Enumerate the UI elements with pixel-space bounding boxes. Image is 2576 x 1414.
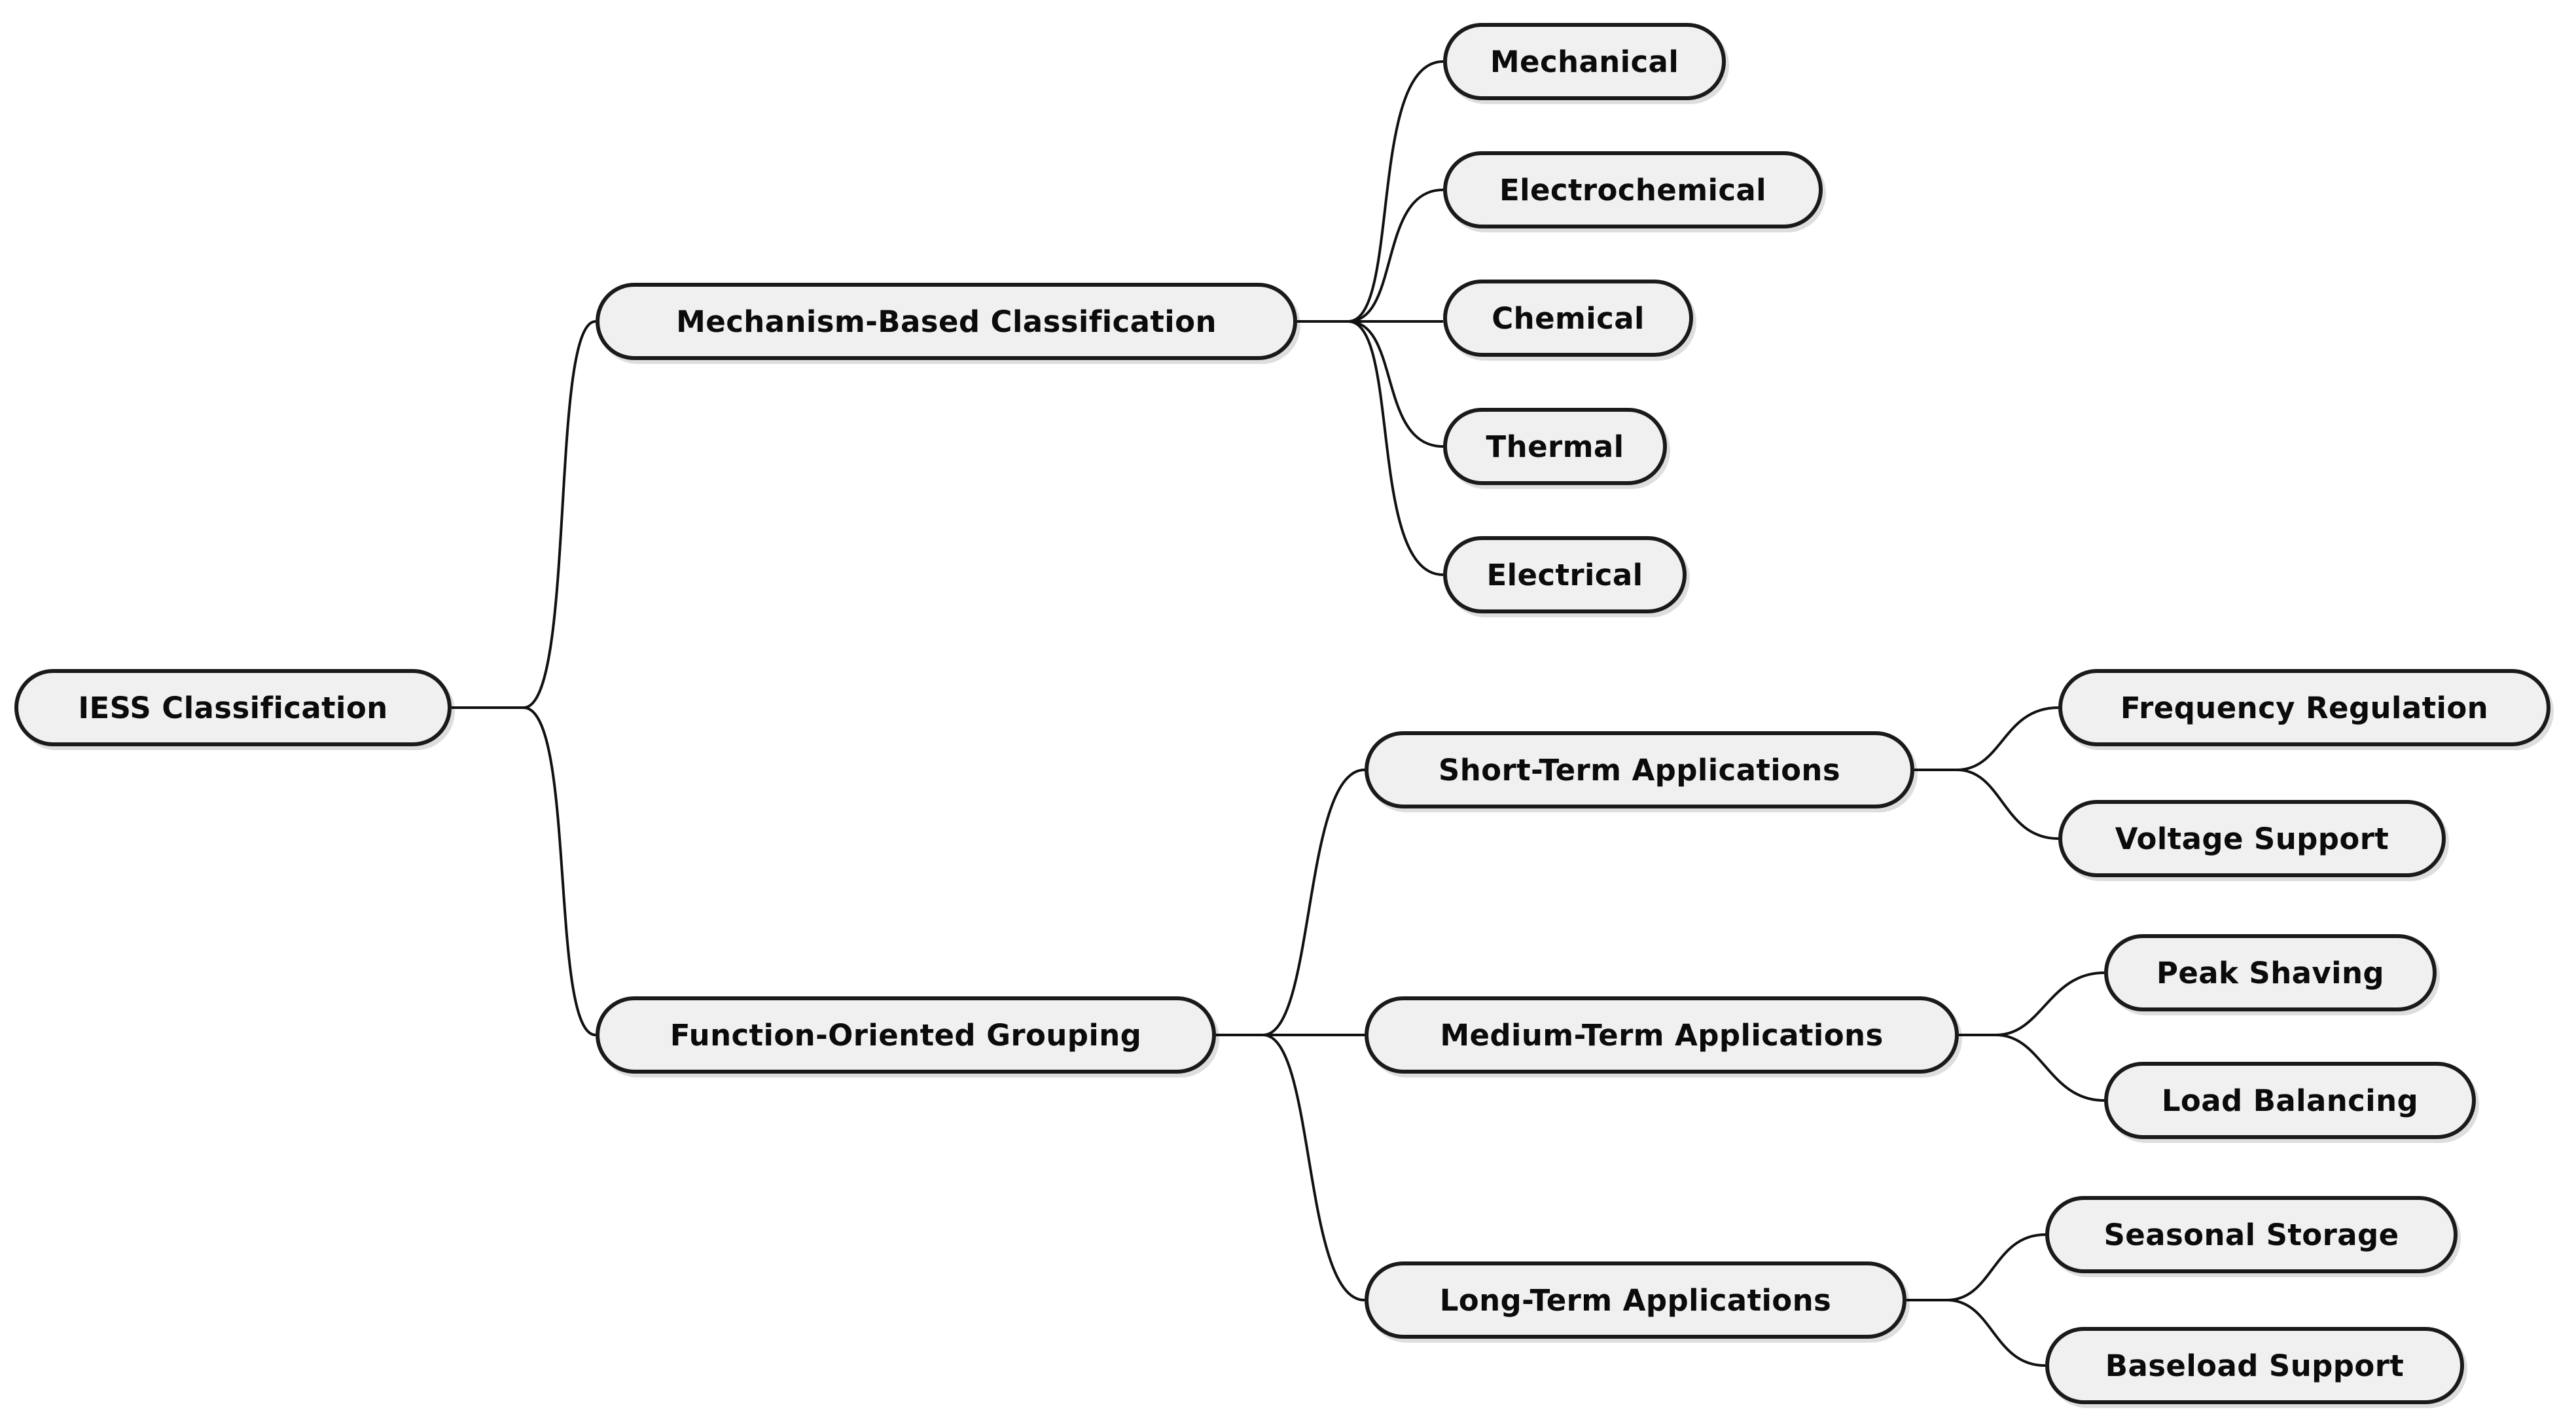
node-load-balancing[interactable]: Load Balancing <box>2104 1062 2476 1139</box>
node-label-baseload-support: Baseload Support <box>2105 1348 2405 1383</box>
edge-medium_term-to-load_balancing <box>1959 1034 2105 1102</box>
node-label-chemical: Chemical <box>1492 300 1645 336</box>
node-medium-term[interactable]: Medium-Term Applications <box>1365 996 1959 1074</box>
node-seasonal-storage[interactable]: Seasonal Storage <box>2045 1196 2458 1273</box>
node-mechanism[interactable]: Mechanism-Based Classification <box>596 283 1297 360</box>
node-frequency-regulation[interactable]: Frequency Regulation <box>2058 669 2550 746</box>
node-label-frequency-regulation: Frequency Regulation <box>2120 690 2489 725</box>
node-mechanical[interactable]: Mechanical <box>1443 23 1726 100</box>
edge-root-to-mechanism <box>452 320 596 709</box>
node-label-peak-shaving: Peak Shaving <box>2156 955 2385 990</box>
node-peak-shaving[interactable]: Peak Shaving <box>2104 934 2437 1011</box>
edge-long_term-to-baseload_support <box>1906 1299 2046 1367</box>
node-label-function: Function-Oriented Grouping <box>670 1017 1142 1053</box>
edge-root-to-function <box>452 706 596 1036</box>
node-chemical[interactable]: Chemical <box>1443 280 1693 357</box>
node-label-mechanism: Mechanism-Based Classification <box>676 304 1217 339</box>
edge-function-to-long_term <box>1216 1034 1365 1301</box>
node-label-root: IESS Classification <box>78 690 388 725</box>
node-electrochemical[interactable]: Electrochemical <box>1443 151 1823 228</box>
edge-function-to-short_term <box>1216 769 1365 1036</box>
node-label-voltage-support: Voltage Support <box>2115 821 2389 856</box>
edge-mechanism-to-electrochemical <box>1297 189 1444 323</box>
node-baseload-support[interactable]: Baseload Support <box>2045 1327 2464 1404</box>
edge-medium_term-to-peak_shaving <box>1959 971 2105 1036</box>
edge-short_term-to-frequency_regulation <box>1914 706 2059 771</box>
node-label-electrochemical: Electrochemical <box>1499 172 1766 208</box>
node-label-load-balancing: Load Balancing <box>2161 1083 2419 1118</box>
edge-mechanism-to-electrical <box>1297 320 1444 576</box>
node-thermal[interactable]: Thermal <box>1443 408 1667 485</box>
edge-long_term-to-seasonal_storage <box>1906 1233 2046 1301</box>
node-label-short-term: Short-Term Applications <box>1438 752 1841 788</box>
node-label-mechanical: Mechanical <box>1490 44 1679 79</box>
node-short-term[interactable]: Short-Term Applications <box>1365 731 1914 808</box>
node-label-seasonal-storage: Seasonal Storage <box>2103 1217 2399 1252</box>
node-label-electrical: Electrical <box>1486 557 1643 592</box>
node-electrical[interactable]: Electrical <box>1443 536 1687 613</box>
node-long-term[interactable]: Long-Term Applications <box>1365 1261 1906 1339</box>
node-root[interactable]: IESS Classification <box>14 669 452 746</box>
node-voltage-support[interactable]: Voltage Support <box>2058 800 2446 877</box>
edge-mechanism-to-mechanical <box>1297 60 1444 323</box>
node-label-long-term: Long-Term Applications <box>1439 1282 1832 1318</box>
node-label-medium-term: Medium-Term Applications <box>1440 1017 1884 1053</box>
edge-mechanism-to-thermal <box>1297 320 1444 448</box>
edges-group <box>452 60 2105 1367</box>
node-function[interactable]: Function-Oriented Grouping <box>596 996 1216 1074</box>
node-label-thermal: Thermal <box>1486 429 1624 464</box>
edge-short_term-to-voltage_support <box>1914 769 2059 840</box>
